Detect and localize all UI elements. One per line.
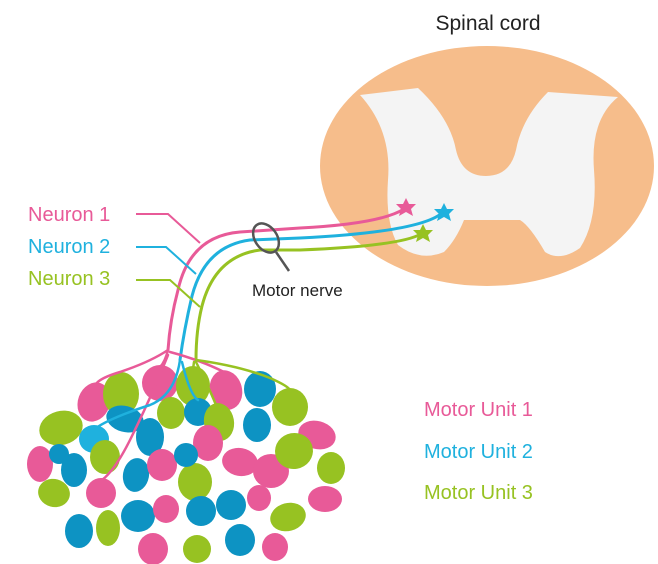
muscle-fiber-unit-2: [49, 444, 69, 464]
motor-nerve-ring-icon: [251, 222, 281, 254]
muscle-fiber-unit-2: [174, 443, 198, 467]
axon-branch-neuron-3: [194, 358, 292, 392]
muscle-fiber-unit-3: [272, 388, 308, 426]
muscle-fiber-unit-1: [103, 372, 139, 416]
muscle-fiber-unit-2: [65, 514, 93, 548]
muscle-fiber-unit-3: [96, 510, 120, 546]
muscle-fiber-unit-2: [136, 418, 164, 456]
muscle-fibers: [27, 365, 345, 564]
neuron-3-axon: [194, 232, 423, 362]
muscle-fiber-unit-3: [90, 440, 120, 474]
muscle-fiber-unit-3: [178, 463, 212, 501]
muscle-fiber-unit-1: [308, 486, 342, 512]
axon-branch-neuron-1: [100, 353, 170, 482]
axon-branch-neuron-2: [94, 358, 182, 430]
spinal-cord-grey-matter: [360, 88, 618, 257]
muscle-fiber-unit-3: [275, 432, 313, 470]
muscle-fiber-unit-3: [38, 478, 70, 508]
muscle-fiber-unit-1: [247, 485, 271, 511]
muscle-fiber-unit-2: [121, 500, 155, 532]
axon-branch-neuron-1: [158, 348, 170, 369]
spinal-cord-title: Spinal cord: [435, 12, 540, 35]
neuron-2-leader: [136, 246, 197, 275]
spinal-cord-white-matter: [320, 46, 654, 286]
neuron-3-leader: [136, 279, 201, 308]
muscle-fiber-unit-1: [193, 425, 223, 461]
legend: Motor Unit 1 Motor Unit 2 Motor Unit 3: [424, 399, 533, 504]
muscle-fiber-unit-2: [61, 453, 87, 487]
muscle-fiber-unit-1: [222, 447, 258, 477]
neuron-1-axon: [166, 207, 406, 352]
muscle-fiber-unit-2: [106, 405, 144, 433]
neuron-1-label: Neuron 1: [28, 204, 110, 226]
legend-motor-unit-3: Motor Unit 3: [424, 482, 533, 504]
neuron-labels: Neuron 1 Neuron 2 Neuron 3: [28, 204, 201, 308]
muscle-fiber-unit-2: [244, 371, 276, 407]
neuron-2-axon: [178, 211, 444, 362]
muscle-fiber-unit-2: [122, 458, 150, 492]
muscle-fiber-unit-2: [216, 490, 246, 520]
muscle-fiber-unit-2: [186, 496, 216, 526]
muscle-fiber-unit-3: [183, 535, 211, 563]
muscle-fiber-unit-1: [147, 449, 177, 481]
axon-branch-neuron-1: [94, 348, 170, 386]
muscle-fiber-unit-1: [27, 446, 53, 482]
neuron-3-soma-icon: [413, 224, 433, 242]
muscle-fiber-unit-3: [157, 397, 185, 429]
neuron-1-leader: [136, 213, 201, 244]
axons: [166, 207, 444, 362]
muscle-fiber-unit-1: [262, 533, 288, 561]
muscle-fiber-unit-1: [86, 478, 116, 508]
muscle-fiber-unit-3: [270, 502, 306, 532]
spinal-cord: [320, 46, 654, 286]
motor-nerve-annotation: Motor nerve: [251, 222, 343, 300]
neuron-3-label: Neuron 3: [28, 268, 110, 290]
axon-branch-neuron-2: [180, 360, 200, 402]
axon-branch-neuron-3: [194, 360, 218, 407]
axon-branch-neuron-3: [189, 360, 196, 374]
muscle-fiber-unit-1: [138, 533, 168, 564]
muscle-fiber-unit-3: [317, 452, 345, 484]
muscle-fiber-unit-1: [153, 495, 179, 523]
muscle-fiber-unit-3: [39, 410, 83, 446]
legend-motor-unit-1: Motor Unit 1: [424, 399, 533, 421]
motor-nerve-label: Motor nerve: [252, 281, 343, 300]
neuron-2-label: Neuron 2: [28, 236, 110, 258]
muscle-fiber-unit-2: [225, 524, 255, 556]
motor-nerve-pointer: [274, 251, 291, 272]
muscle-fiber-unit-1: [209, 370, 243, 410]
axon-branches: [94, 348, 292, 482]
muscle-fiber-unit-2: [243, 408, 271, 442]
muscle-fiber-unit-1: [77, 382, 111, 422]
legend-motor-unit-2: Motor Unit 2: [424, 441, 533, 463]
